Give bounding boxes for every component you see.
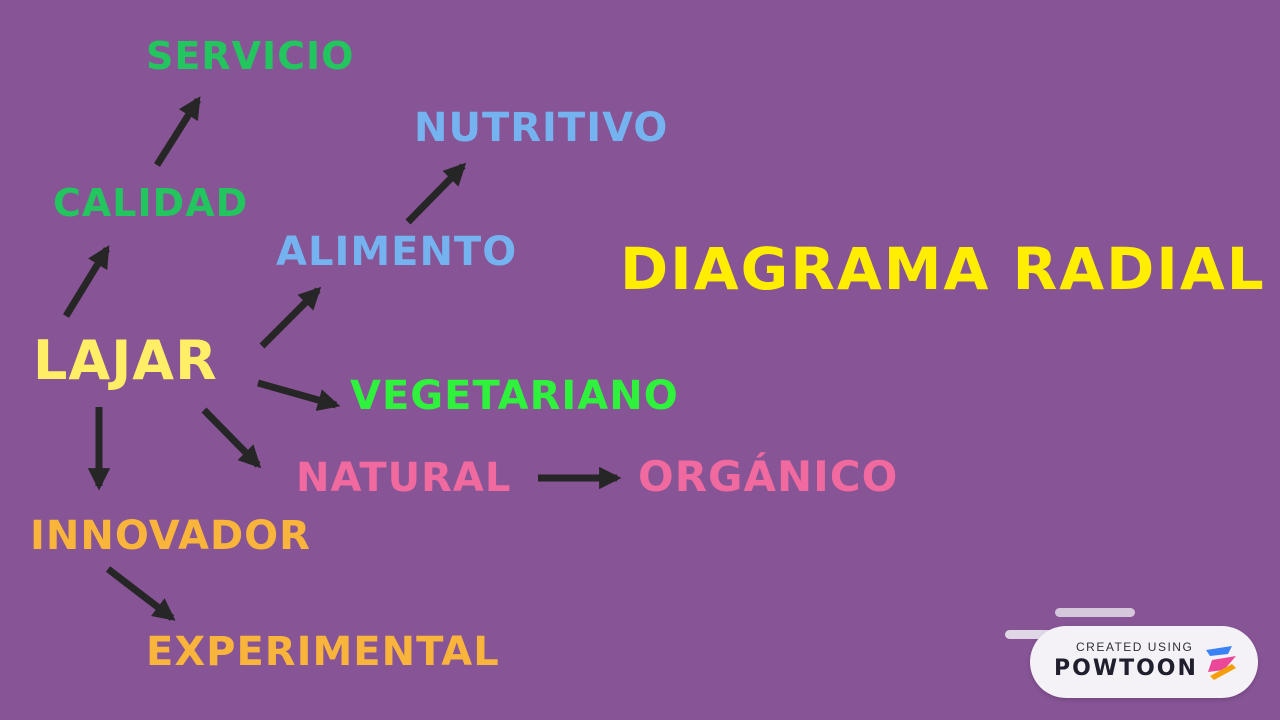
node-lajar: LAJAR (33, 329, 218, 392)
node-natural: NATURAL (296, 455, 512, 501)
arrow-calidad-servicio (154, 96, 201, 167)
node-servicio: SERVICIO (146, 34, 355, 78)
node-experimental: EXPERIMENTAL (146, 629, 500, 675)
powtoon-logo-icon (1206, 646, 1236, 680)
node-vegetariano: VEGETARIANO (350, 373, 679, 419)
arrow-lajar-vegetariano (257, 379, 341, 411)
arrow-lajar-alimento (259, 286, 322, 349)
arrow-innovador-experimental (105, 566, 176, 621)
diagram-title: DIAGRAMA RADIAL (620, 235, 1266, 303)
node-organico: ORGÁNICO (638, 452, 899, 501)
powtoon-watermark[interactable]: CREATED USING POWTOON (1000, 600, 1270, 710)
arrow-lajar-natural (201, 407, 262, 469)
node-calidad: CALIDAD (53, 181, 249, 225)
watermark-created-using: CREATED USING (1076, 640, 1194, 654)
node-innovador: INNOVADOR (30, 513, 311, 559)
node-nutritivo: NUTRITIVO (414, 105, 669, 151)
watermark-streak-left (1005, 630, 1075, 639)
watermark-badge: CREATED USING POWTOON (1030, 626, 1258, 698)
node-alimento: ALIMENTO (276, 229, 518, 275)
arrow-lajar-calidad (63, 245, 110, 318)
watermark-streak-top (1055, 608, 1135, 617)
arrow-alimento-nutritivo (405, 162, 467, 225)
watermark-brand: POWTOON (1054, 656, 1198, 681)
